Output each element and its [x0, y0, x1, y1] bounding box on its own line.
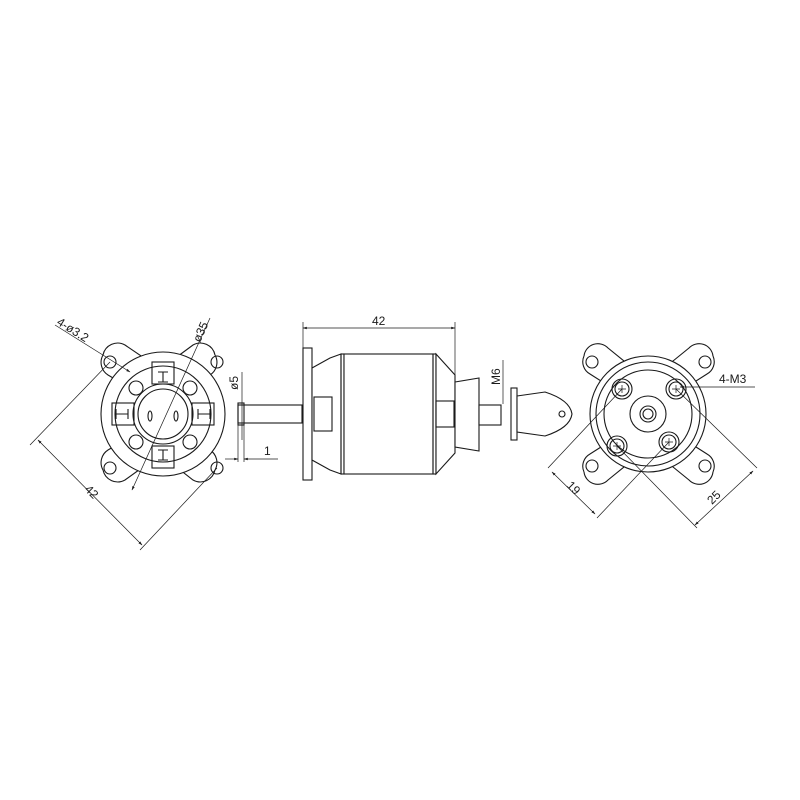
label-length: 42 [372, 314, 386, 328]
label-holes: 4-ø3.2 [54, 315, 91, 345]
mount-hole-tl [103, 355, 117, 369]
motor-bell [343, 353, 434, 475]
prop-shaft [478, 404, 502, 426]
label-spacing-a: 19 [564, 478, 584, 498]
label-thread: M6 [489, 368, 503, 385]
mount-hole-br [210, 461, 224, 475]
label-screws: 4-M3 [719, 372, 747, 386]
spinner-cone [516, 391, 573, 437]
label-shaft-dia: ø5 [227, 376, 241, 390]
label-mount-diag: 42 [82, 482, 102, 502]
mount-hole-bl [103, 461, 117, 475]
rear-body [589, 355, 707, 473]
rear-view: 4-M3 19 25 [547, 343, 758, 529]
front-view: 4-ø3.2 ø35 42 ø5 1 [29, 315, 303, 551]
prop-washer [510, 387, 518, 441]
side-view: 42 M6 [302, 314, 573, 481]
label-spacing-b: 25 [704, 488, 724, 508]
label-shaft-step: 1 [264, 444, 271, 458]
prop-adapter-base [454, 377, 480, 452]
mount-plate [302, 347, 313, 481]
shaft [237, 404, 303, 424]
mount-hole-tr [210, 355, 224, 369]
